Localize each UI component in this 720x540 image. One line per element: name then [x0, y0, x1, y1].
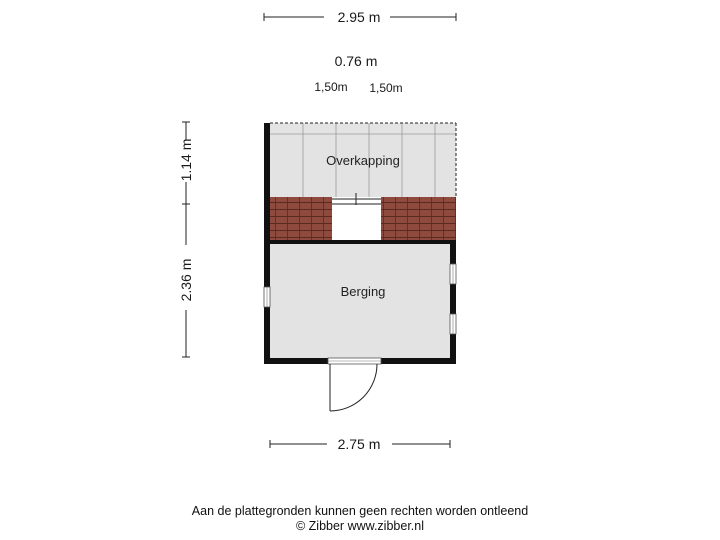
dimension-gap-label: 0.76 m [335, 53, 378, 69]
dimension-tile-right-label: 1,50m [369, 81, 402, 95]
door-opening-top [332, 193, 381, 242]
footer-disclaimer: Aan de plattegronden kunnen geen rechten… [191, 504, 529, 518]
window-right-lower [449, 313, 457, 335]
tile-strip-right [381, 197, 456, 242]
front-door [327, 357, 382, 412]
window-right-upper [449, 263, 457, 285]
overkapping-area: Overkapping [270, 122, 457, 197]
window-left [263, 286, 271, 308]
room-label-overkapping: Overkapping [326, 153, 400, 168]
dimension-top: 2.95 m [263, 9, 457, 25]
berging-room: Berging [264, 240, 456, 364]
tile-strip-left [270, 197, 332, 242]
dimension-tile-left-label: 1,50m [314, 80, 347, 94]
dimension-left-lower-label: 2.36 m [178, 259, 194, 302]
dimension-left-upper-label: 1.14 m [178, 139, 194, 182]
dimension-bottom-label: 2.75 m [338, 436, 381, 452]
dimension-top-label: 2.95 m [338, 9, 381, 25]
dimension-left: 1.14 m 2.36 m [178, 121, 194, 358]
dimension-bottom: 2.75 m [269, 436, 451, 452]
footer-copyright: © Zibber www.zibber.nl [295, 519, 424, 533]
wall-left-upper [264, 123, 270, 240]
room-label-berging: Berging [341, 284, 386, 299]
